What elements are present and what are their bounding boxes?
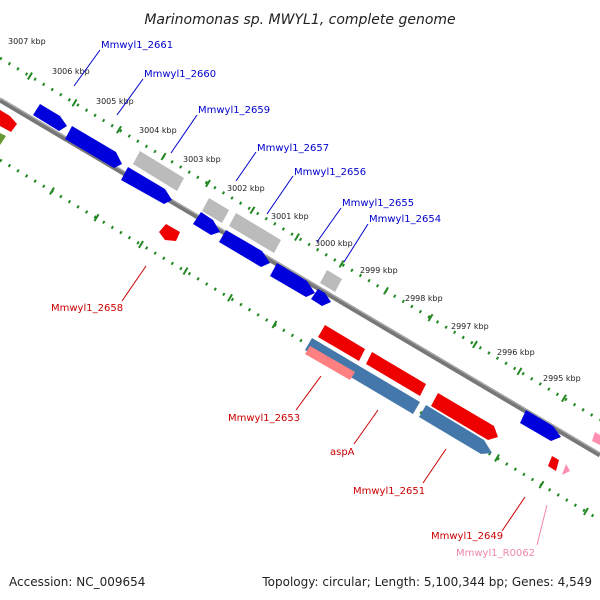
scale-label: 2998 kbp [405, 294, 443, 303]
gene-label-mmwyl1-2649[interactable]: Mmwyl1_2649 [431, 531, 503, 542]
gene-arrow-mmwyl1-2655[interactable] [270, 263, 315, 297]
gene-label-mmwyl1-2655[interactable]: Mmwyl1_2655 [342, 198, 414, 209]
gene-arrow-mmwyl1-2658[interactable] [159, 224, 180, 241]
gene-label-mmwyl1-2661[interactable]: Mmwyl1_2661 [101, 40, 173, 51]
leader-line [266, 175, 294, 215]
rna-arrow-right-edge[interactable] [592, 432, 600, 445]
scale-tick [294, 233, 300, 242]
other-feature-lightred [305, 346, 355, 380]
gene-arrow-mmwyl1-2661[interactable] [33, 104, 67, 131]
leader-line [295, 375, 322, 411]
gene-label-mmwyl1-2654[interactable]: Mmwyl1_2654 [369, 214, 441, 225]
scale-labels: 3007 kbp 3006 kbp 3005 kbp 3004 kbp 3003… [8, 37, 581, 383]
gene-arrow-mmwyl1-2656[interactable] [219, 230, 270, 267]
scale-tick [538, 480, 545, 489]
leader-line [536, 504, 548, 546]
scale-label: 3005 kbp [96, 97, 134, 106]
scale-label: 3003 kbp [183, 155, 221, 164]
leader-line [316, 207, 342, 243]
scale-tick [427, 313, 434, 322]
gene-label-mmwyl1-2656[interactable]: Mmwyl1_2656 [294, 167, 366, 178]
leader-line [422, 448, 447, 484]
leader-line [170, 114, 198, 154]
topology-summary: Topology: circular; Length: 5,100,344 bp… [261, 575, 592, 589]
scale-label: 2999 kbp [360, 266, 398, 275]
gene-arrow-mmwyl1-2657[interactable] [193, 212, 220, 235]
outer-scale-dots [0, 56, 600, 422]
scale-tick [227, 293, 233, 302]
gene-arrow-left-edge-green [0, 133, 6, 145]
scale-tick [494, 454, 500, 462]
scale-tick [182, 267, 189, 276]
outer-scale-ticks [27, 72, 567, 403]
scale-tick [249, 206, 256, 215]
scale-label: 3004 kbp [139, 126, 177, 135]
gene-arrow-mmwyl1-2649[interactable] [548, 456, 559, 471]
scale-tick [160, 152, 167, 161]
reverse-features [0, 110, 600, 475]
scale-tick [338, 259, 345, 268]
leader-line [116, 78, 144, 116]
leader-line [343, 223, 369, 263]
map-title: Marinomonas sp. MWYL1, complete genome [144, 12, 455, 28]
scale-label: 3006 kbp [52, 67, 90, 76]
leader-line [73, 49, 101, 87]
leader-line [501, 496, 526, 532]
scale-label: 3007 kbp [8, 37, 46, 46]
scale-label: 3001 kbp [271, 212, 309, 221]
leader-line [121, 265, 147, 302]
scale-tick [49, 187, 55, 195]
scale-label: 3002 kbp [227, 184, 265, 193]
reverse-gene-labels: Mmwyl1_2658 Mmwyl1_2653 aspA Mmwyl1_2651… [51, 265, 526, 542]
gene-arrow-left-edge-red[interactable] [0, 110, 17, 132]
scale-tick [383, 286, 389, 295]
leader-line [235, 151, 257, 182]
scale-tick [27, 72, 33, 80]
scale-label: 2996 kbp [497, 348, 535, 357]
gene-label-mmwyl1-2659[interactable]: Mmwyl1_2659 [198, 105, 270, 116]
other-feature-a [305, 338, 420, 414]
forward-features [33, 104, 561, 441]
pseudo-gene-1 [133, 151, 184, 191]
scale-tick [116, 125, 122, 134]
pseudo-gene-3 [229, 213, 281, 253]
gene-label-mmwyl1-r0062[interactable]: Mmwyl1_R0062 [456, 548, 535, 559]
scale-tick [472, 340, 478, 349]
scale-label: 3000 kbp [315, 239, 353, 248]
gene-arrow-mmwyl1-2660[interactable] [65, 126, 122, 168]
scale-label: 2995 kbp [543, 374, 581, 383]
gene-arrow-forward-right[interactable] [520, 410, 561, 441]
gene-label-mmwyl1-2651[interactable]: Mmwyl1_2651 [353, 486, 425, 497]
rna-arrow-mmwyl1-r0062[interactable] [562, 464, 570, 475]
gene-label-aspa[interactable]: aspA [330, 447, 355, 458]
scale-tick [583, 507, 589, 516]
gene-label-mmwyl1-2660[interactable]: Mmwyl1_2660 [144, 69, 216, 80]
gene-label-mmwyl1-2658[interactable]: Mmwyl1_2658 [51, 303, 123, 314]
gene-arrow-mmwyl1-2653-b[interactable] [366, 352, 426, 396]
leader-line [353, 409, 379, 445]
scale-tick [71, 98, 78, 107]
scale-tick [205, 179, 211, 188]
scale-tick [271, 320, 278, 329]
rna-gene-labels: Mmwyl1_R0062 [456, 504, 548, 559]
gene-label-mmwyl1-2657[interactable]: Mmwyl1_2657 [257, 143, 329, 154]
gene-arrow-mmwyl1-2659[interactable] [121, 167, 172, 204]
gene-arrow-mmwyl1-2654[interactable] [311, 289, 331, 306]
pseudo-gene-4 [320, 270, 342, 292]
forward-gene-labels: Mmwyl1_2661 Mmwyl1_2660 Mmwyl1_2659 Mmwy… [73, 40, 441, 263]
gene-label-mmwyl1-2653[interactable]: Mmwyl1_2653 [228, 413, 300, 424]
scale-tick [93, 213, 100, 222]
gene-arrow-mmwyl1-2653-a[interactable] [318, 325, 365, 361]
other-feature-b [419, 405, 492, 454]
pseudo-gene-2 [202, 198, 229, 223]
scale-tick [516, 367, 523, 376]
scale-label: 2997 kbp [451, 322, 489, 331]
gene-arrow-aspa[interactable] [431, 393, 498, 440]
scale-tick [138, 240, 144, 249]
scale-tick [561, 394, 567, 403]
accession-text: Accession: NC_009654 [9, 575, 145, 589]
